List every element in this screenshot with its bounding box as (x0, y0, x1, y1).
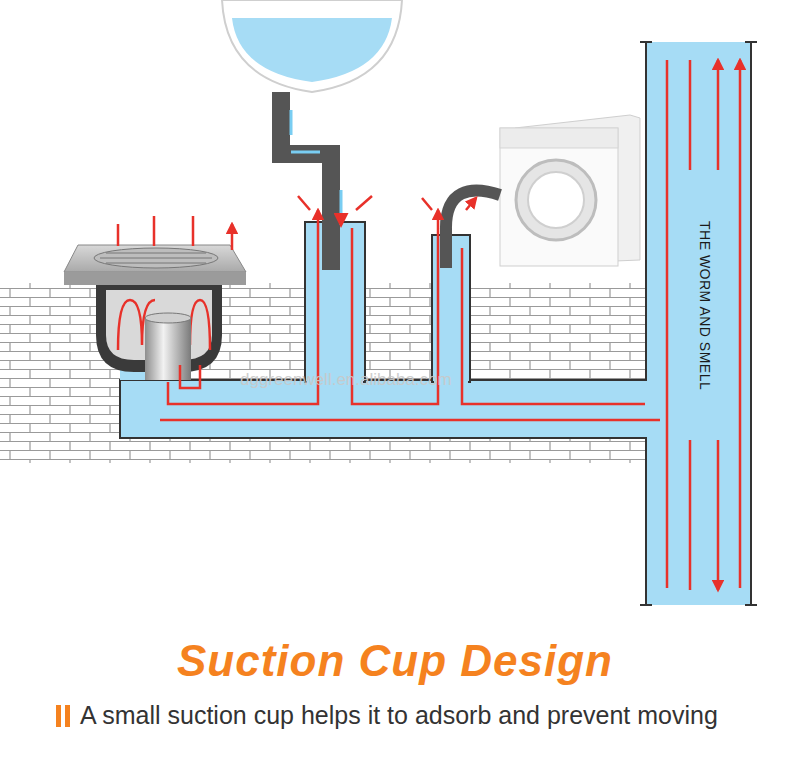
stack-pipe (645, 42, 752, 605)
bullet-bar (56, 705, 72, 727)
title: Suction Cup Design (0, 636, 790, 686)
watermark: dggreenwell.en.alibaba.com (240, 370, 452, 390)
pipe-label-band: THE WORM AND SMELL (693, 211, 717, 400)
wash-basin (222, 0, 402, 270)
washing-machine (446, 115, 640, 268)
smell-lines (118, 60, 740, 590)
floor-drain (64, 245, 246, 380)
caption: A small suction cup helps it to adsorb a… (80, 700, 740, 730)
vertical-label: THE WORM AND SMELL (697, 221, 713, 390)
